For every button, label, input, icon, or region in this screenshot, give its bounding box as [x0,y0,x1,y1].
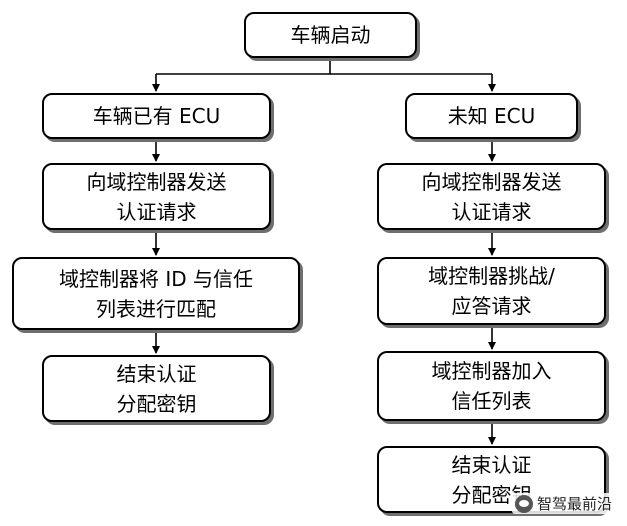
right-step-3-line-1: 域控制器加入 [431,359,552,383]
right-step-send-request: 向域控制器发送 认证请求 [377,163,606,230]
left-step-1-line-1: 向域控制器发送 [86,169,227,194]
left-step-1-line-2: 认证请求 [116,199,197,224]
start-node-label: 车辆启动 [290,23,371,47]
right-step-challenge-response: 域控制器挑战/ 应答请求 [377,257,606,325]
right-step-join-trust-list: 域控制器加入 信任列表 [377,351,606,421]
start-node: 车辆启动 [244,12,417,58]
left-step-send-request: 向域控制器发送 认证请求 [42,163,271,230]
left-branch-header: 车辆已有 ECU [42,93,271,139]
left-branch-header-label: 车辆已有 ECU [92,104,221,128]
right-branch-header: 未知 ECU [405,93,578,139]
watermark: 智驾最前沿 [511,493,615,514]
left-step-3-line-2: 分配密钥 [116,391,197,416]
right-step-1-line-1: 向域控制器发送 [421,169,562,194]
right-step-2-line-1: 域控制器挑战/ [428,264,555,288]
watermark-text: 智驾最前沿 [536,495,612,513]
left-step-end-auth: 结束认证 分配密钥 [42,355,271,422]
right-branch-header-label: 未知 ECU [447,104,536,128]
right-step-4-line-1: 结束认证 [451,452,532,477]
left-step-match-trust-list: 域控制器将 ID 与信任 列表进行匹配 [12,257,300,330]
wechat-logo-icon [514,494,533,513]
left-step-3-line-1: 结束认证 [116,361,197,386]
right-step-2-line-2: 应答请求 [451,294,532,318]
left-step-2-line-1: 域控制器将 ID 与信任 [58,266,253,291]
right-step-1-line-2: 认证请求 [451,199,532,224]
right-step-3-line-2: 信任列表 [451,389,532,413]
left-step-2-line-2: 列表进行匹配 [96,296,216,321]
